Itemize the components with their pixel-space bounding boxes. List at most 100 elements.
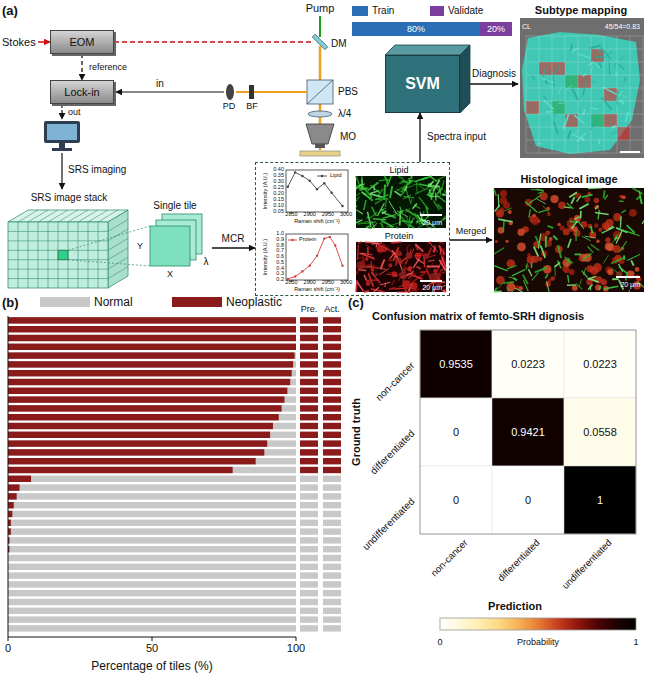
normal-bar: [8, 432, 296, 438]
matrix-cell: [492, 466, 564, 534]
node-text: SRS image stack: [31, 193, 108, 203]
cell: [595, 285, 601, 291]
edge-label: MCR: [221, 234, 246, 244]
cell: [574, 215, 581, 222]
stack-front: [8, 222, 108, 288]
fiber: [523, 280, 528, 291]
tile-row: [8, 370, 341, 376]
fiber: [411, 199, 413, 204]
fiber: [532, 273, 539, 281]
axis-title: Percentage of tiles (%): [91, 660, 212, 672]
axis-title: Intensity (A.U.): [263, 173, 269, 209]
fiber: [371, 272, 380, 283]
prediction-cell: [300, 484, 318, 490]
prediction-cell: [300, 599, 318, 605]
part-name: PD: [223, 102, 236, 111]
fiber: [623, 255, 625, 259]
matrix-value: 1: [597, 495, 603, 506]
fiber: [360, 253, 373, 255]
fiber: [389, 288, 405, 290]
legend-sample: [321, 175, 323, 177]
fiber: [558, 261, 561, 269]
fiber: [603, 255, 608, 263]
fiber: [495, 281, 504, 291]
tick-label: 0.3: [276, 272, 284, 278]
matrix-value: 0: [525, 495, 531, 506]
axis-title: Raman shift (cm⁻¹): [294, 287, 340, 293]
fiber: [626, 231, 640, 235]
fiber: [503, 282, 514, 283]
fiber: [494, 189, 496, 195]
prediction-cell: [300, 388, 318, 394]
cell: [495, 240, 498, 243]
legend-item: Validate: [430, 6, 483, 16]
actual-cell: [323, 423, 341, 429]
fiber: [380, 210, 384, 211]
actual-cell: [323, 493, 341, 499]
neoplastic-bar: [8, 493, 17, 499]
fiber: [591, 107, 598, 109]
fiber: [546, 111, 554, 113]
column-label: non-cancer: [429, 538, 469, 578]
fiber: [588, 276, 597, 279]
node-text: Lock-in: [64, 87, 99, 98]
node-text: 45/54=0.83: [605, 23, 640, 30]
legend-swatch: [172, 297, 222, 307]
actual-cell: [323, 599, 341, 605]
prediction-cell: [300, 370, 318, 376]
fiber: [356, 186, 361, 189]
node-text: CL: [522, 23, 531, 30]
fiber: [588, 187, 602, 189]
fiber: [358, 242, 362, 243]
fiber: [408, 186, 414, 188]
cell: [356, 261, 364, 269]
fiber: [364, 200, 366, 210]
legend-swatch: [430, 6, 444, 16]
column-header: Act.: [324, 305, 340, 314]
fiber: [616, 231, 622, 244]
tile-row: [8, 616, 341, 622]
neoplastic-bar: [8, 423, 273, 429]
fiber: [602, 227, 615, 233]
fiber: [579, 279, 581, 286]
fiber: [397, 185, 407, 191]
tile-grid: [604, 36, 605, 153]
fiber: [439, 245, 445, 254]
actual-cell: [323, 335, 341, 341]
normal-bar: [8, 423, 296, 429]
normal-bar: [8, 388, 296, 394]
cell: [594, 205, 599, 210]
zoom-line: [68, 226, 150, 250]
fiber: [537, 143, 542, 145]
tile-row: [8, 528, 341, 534]
grid-line: [58, 210, 78, 222]
neoplastic-bar: [8, 317, 296, 323]
fiber: [356, 257, 362, 259]
tile-row: [8, 590, 341, 596]
scale-label: 20 μm: [422, 219, 442, 226]
fiber: [506, 288, 513, 292]
spectrum-point: [301, 270, 303, 272]
fiber: [532, 76, 535, 80]
cell: [371, 268, 374, 271]
grid-line: [28, 222, 29, 288]
grid-line: [28, 210, 48, 222]
cell: [560, 225, 565, 230]
prediction-cell: [300, 564, 318, 570]
actual-cell: [323, 502, 341, 508]
fiber: [494, 248, 504, 254]
fiber: [362, 192, 371, 199]
fiber: [534, 247, 539, 257]
fiber: [495, 205, 500, 211]
row-label: undifferentiated: [361, 496, 417, 552]
tile-bar-chart: [8, 317, 341, 631]
cell: [550, 276, 555, 281]
fiber: [391, 287, 396, 288]
cell: [578, 257, 581, 260]
tick-label: 2950: [322, 212, 334, 218]
stokes-beam: [114, 41, 314, 43]
fiber: [545, 80, 548, 85]
prediction-cell: [300, 555, 318, 561]
neoplastic-bar: [8, 326, 296, 332]
fiber: [438, 204, 442, 209]
